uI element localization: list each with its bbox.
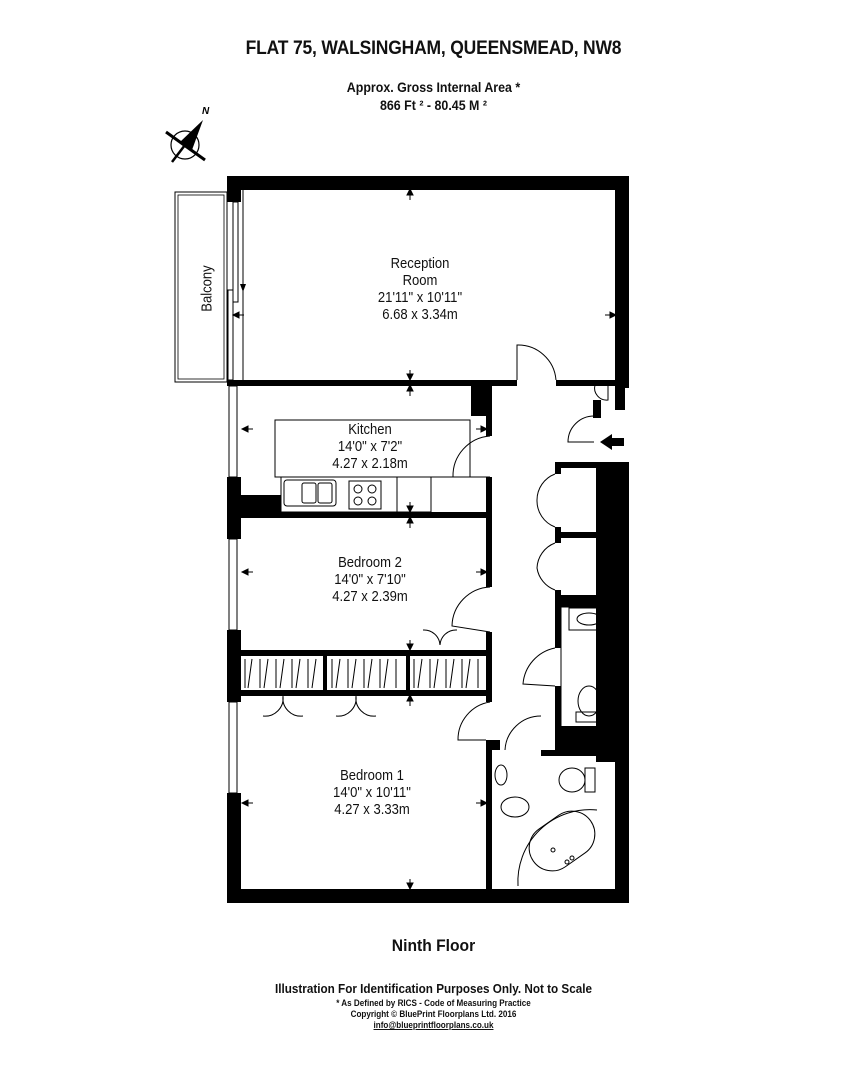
kitchen-name: Kitchen: [348, 422, 392, 438]
reception-imperial: 21'11" x 10'11": [377, 290, 463, 306]
kitchen-label: Kitchen 14'0" x 7'2" 4.27 x 2.18m: [307, 422, 433, 473]
wc-fittings: [560, 606, 616, 728]
bedroom2-metric: 4.27 x 2.39m: [332, 589, 408, 605]
bedroom1-imperial: 14'0" x 10'11": [333, 785, 411, 801]
door-swings: [262, 344, 609, 751]
balcony-label: Balcony: [200, 253, 217, 325]
bedroom1-metric: 4.27 x 3.33m: [334, 802, 410, 818]
reception-room-label: Reception Room 21'11" x 10'11" 6.68 x 3.…: [357, 256, 483, 324]
balcony: [174, 191, 228, 383]
rics-note: * As Defined by RICS - Code of Measuring…: [336, 998, 531, 1008]
disclaimer: Illustration For Identification Purposes…: [274, 981, 593, 996]
svg-text:N: N: [202, 106, 210, 117]
bedroom2-imperial: 14'0" x 7'10": [334, 572, 406, 588]
reception-name-line1: Reception: [390, 256, 450, 272]
floor-label: Ninth Floor: [391, 936, 476, 955]
plan-title: FLAT 75, WALSINGHAM, QUEENSMEAD, NW8: [245, 38, 622, 59]
email-link[interactable]: info@blueprintfloorplans.co.uk: [373, 1020, 494, 1030]
kitchen-imperial: 14'0" x 7'2": [337, 439, 403, 455]
area-label: Approx. Gross Internal Area *: [346, 80, 521, 95]
reception-name-line2: Room: [402, 273, 438, 289]
dimension-arrows: [231, 187, 618, 891]
bedroom-1-label: Bedroom 1 14'0" x 10'11" 4.27 x 3.33m: [309, 768, 435, 819]
walls: [227, 176, 629, 903]
compass-north-icon: N: [165, 106, 210, 163]
kitchen-fittings: [274, 419, 471, 513]
area-value: 866 Ft ² - 80.45 M ²: [379, 98, 487, 113]
bedroom-2-label: Bedroom 2 14'0" x 7'10" 4.27 x 2.39m: [307, 555, 433, 606]
reception-metric: 6.68 x 3.34m: [382, 307, 458, 323]
balcony-name: Balcony: [199, 265, 216, 312]
bedroom1-name: Bedroom 1: [340, 768, 404, 784]
entrance-arrow-icon: [600, 434, 624, 450]
bathroom-fittings: [494, 764, 598, 887]
copyright: Copyright © BluePrint Floorplans Ltd. 20…: [350, 1009, 517, 1019]
wardrobe-hatching: [244, 658, 479, 689]
email-link-wrapper: info@blueprintfloorplans.co.uk: [43, 1020, 823, 1030]
bedroom2-name: Bedroom 2: [338, 555, 402, 571]
kitchen-metric: 4.27 x 2.18m: [332, 456, 408, 472]
sliding-door-arrow-icon: [240, 206, 246, 292]
